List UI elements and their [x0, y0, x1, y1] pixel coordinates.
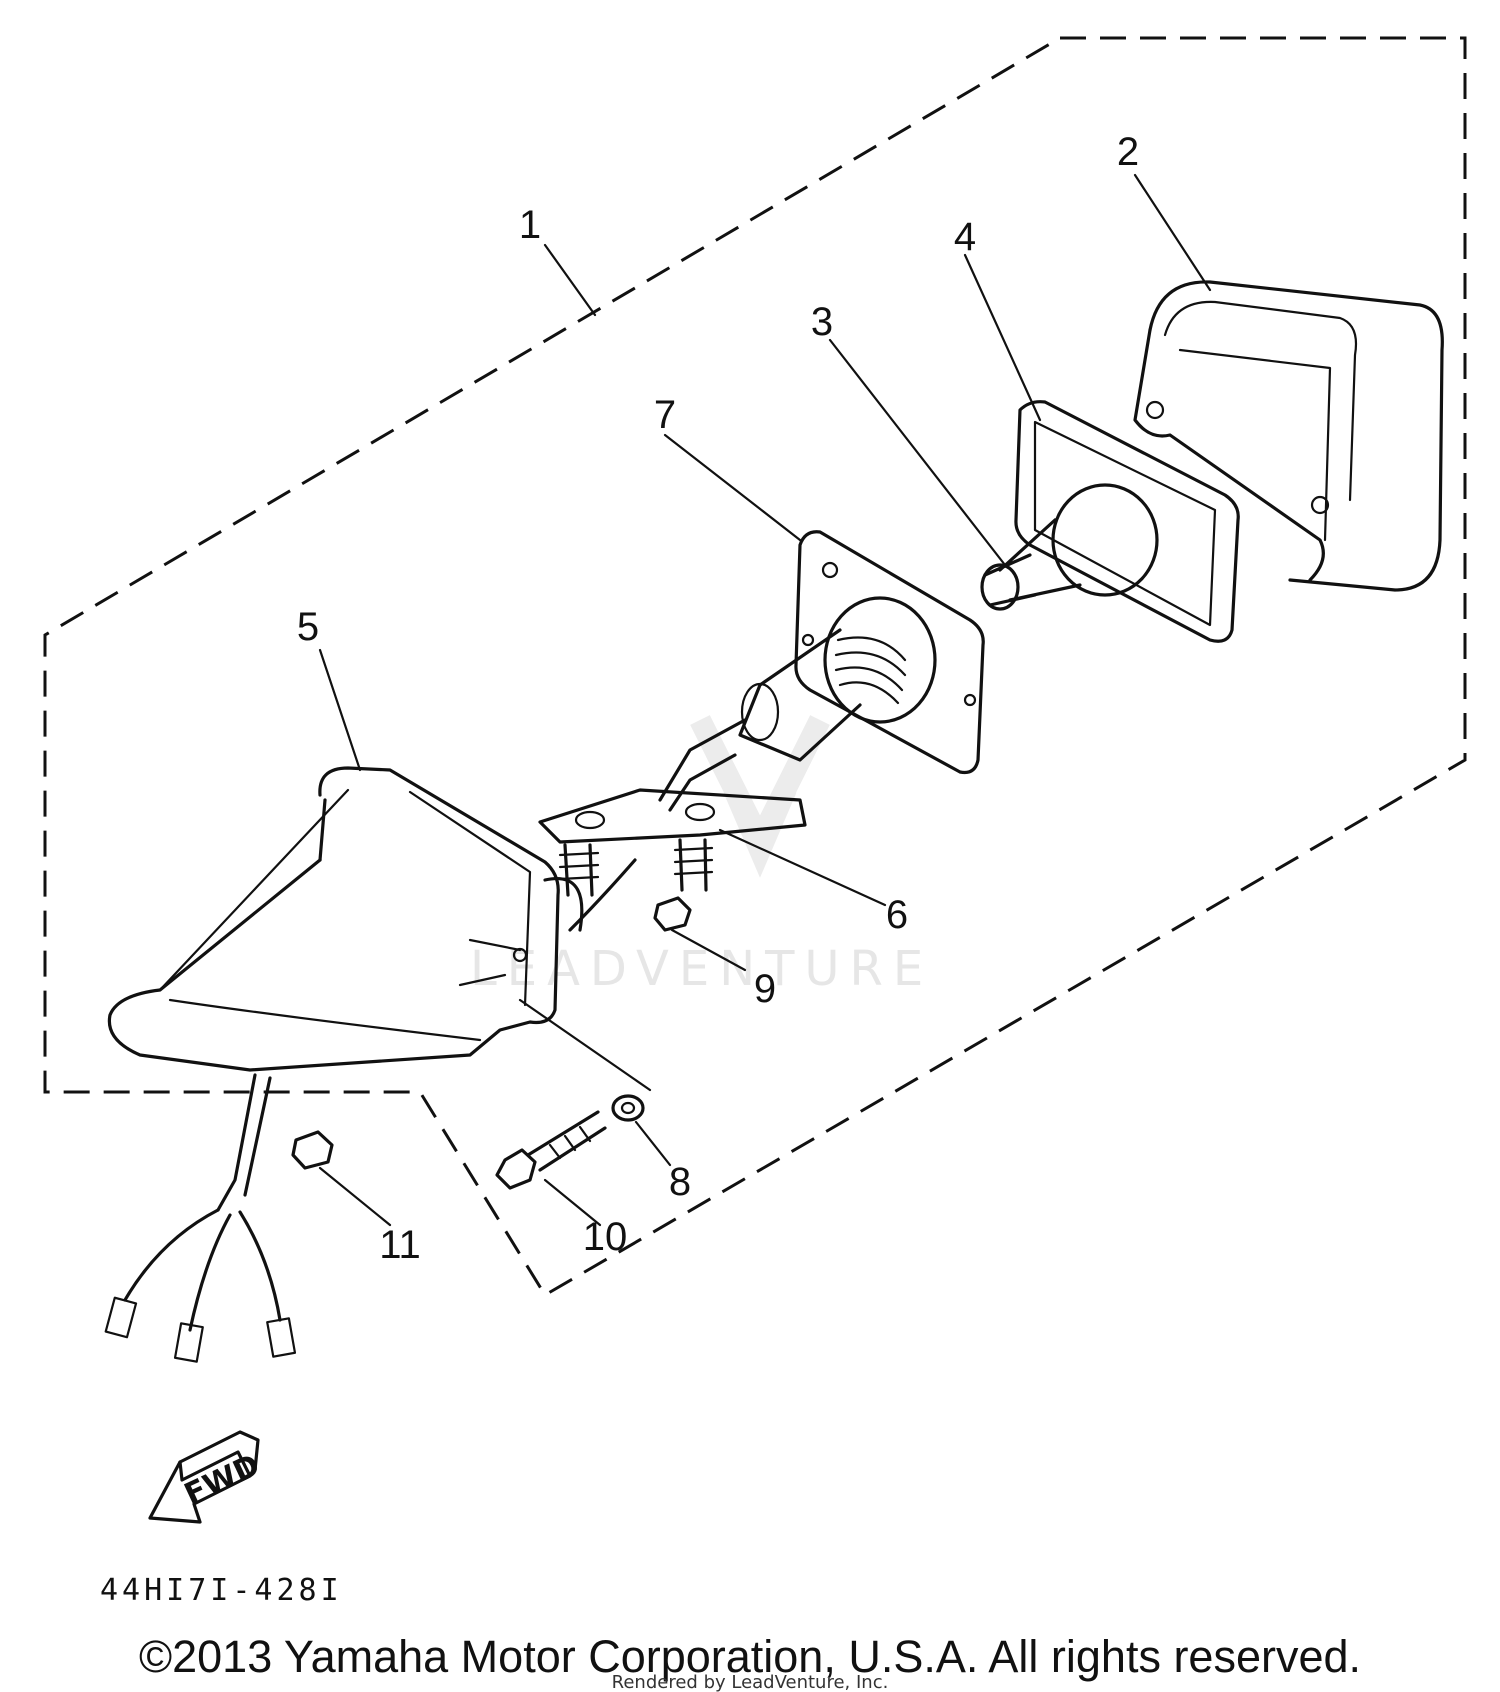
callout-5: 5	[297, 605, 319, 649]
rendered-by-notice: Rendered by LeadVenture, Inc.	[612, 1672, 889, 1692]
callout-10: 10	[583, 1215, 628, 1259]
assembly-boundary	[43, 36, 1467, 1298]
bulb-part-3	[980, 483, 1159, 611]
callout-9: 9	[754, 967, 776, 1011]
callout-numbers: 1 2 3 4 5 6 7 8 9 10 11	[297, 130, 1139, 1267]
callout-8: 8	[669, 1160, 691, 1204]
nut-part-11	[291, 1130, 334, 1170]
screw-part-10	[495, 1110, 607, 1190]
wire-harness	[104, 1073, 297, 1363]
callout-11: 11	[379, 1223, 421, 1267]
housing-part-5	[107, 766, 584, 1072]
nut-part-9	[653, 896, 692, 932]
gasket-part-4	[1014, 400, 1240, 643]
forward-arrow-icon: FWD	[148, 1430, 265, 1524]
watermark-text: LEADVENTURE	[470, 941, 933, 997]
callout-4: 4	[954, 215, 976, 259]
socket-part-7	[658, 530, 985, 812]
callout-1: 1	[519, 203, 541, 247]
callout-7: 7	[654, 393, 676, 437]
callout-3: 3	[811, 300, 833, 344]
leader-lines	[318, 173, 1212, 1227]
bracket-part-6	[538, 788, 807, 932]
washer-part-8	[611, 1094, 645, 1122]
part-code: 44HI7I-428I	[100, 1573, 343, 1608]
callout-2: 2	[1117, 130, 1139, 174]
lens-part-2	[1133, 280, 1444, 592]
callout-6: 6	[886, 893, 908, 937]
copyright-notice: ©2013 Yamaha Motor Corporation, U.S.A. A…	[139, 1631, 1361, 1682]
